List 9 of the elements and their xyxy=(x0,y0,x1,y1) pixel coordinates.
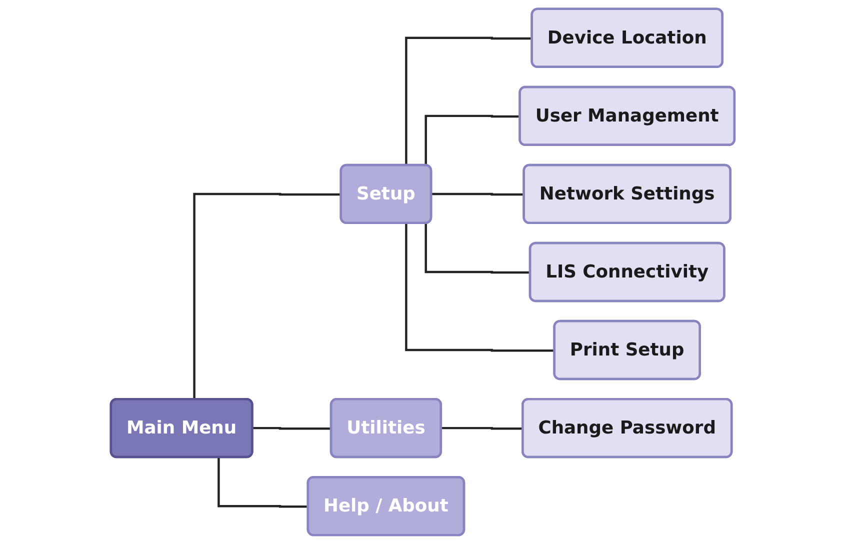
connector xyxy=(194,192,342,400)
connector xyxy=(425,114,521,166)
connector xyxy=(218,458,309,508)
connector xyxy=(252,426,332,430)
connector xyxy=(405,224,556,352)
connector xyxy=(425,224,531,274)
connector xyxy=(440,426,524,430)
connector xyxy=(430,192,525,196)
connector xyxy=(405,36,533,166)
